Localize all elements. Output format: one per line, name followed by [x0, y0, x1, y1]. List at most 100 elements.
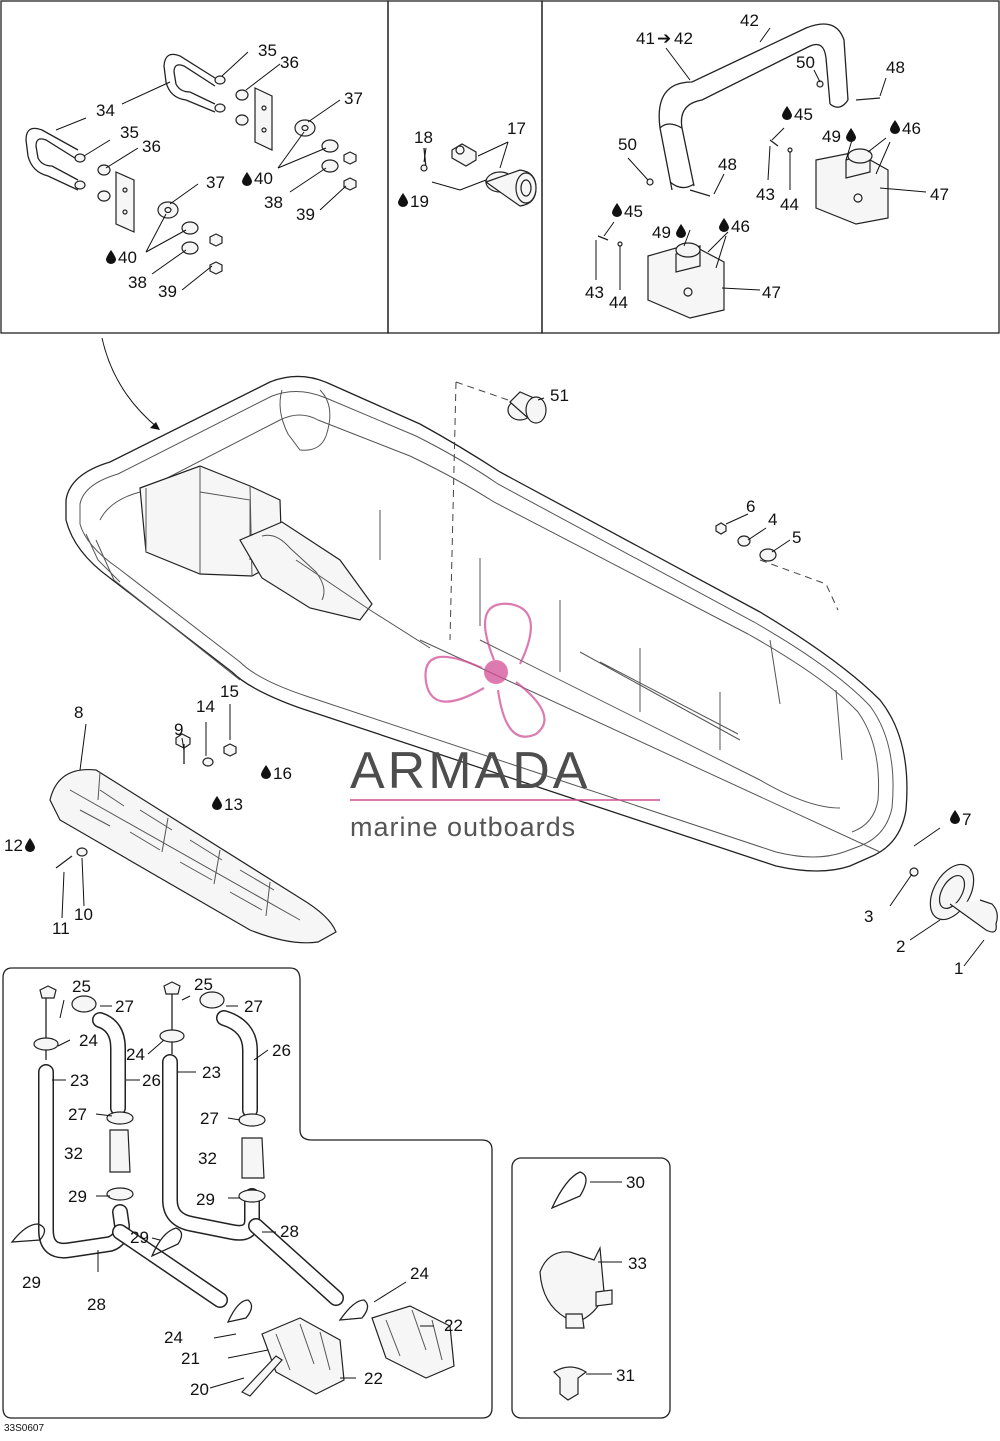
- label-25a: 25: [72, 977, 91, 996]
- label-24d: 24: [164, 1328, 183, 1347]
- detail-box-hoses: [2, 967, 493, 1419]
- label-18: 18: [414, 128, 433, 147]
- label-8: 8: [74, 703, 83, 722]
- sealant-drop-icon: [719, 218, 729, 232]
- label-7: 7: [962, 810, 971, 829]
- label-25b: 25: [194, 975, 213, 994]
- label-20: 20: [190, 1380, 209, 1399]
- propeller-blade-left: [424, 655, 485, 703]
- label-36a: 36: [280, 53, 299, 72]
- hose-assembly-left: [10, 985, 228, 1308]
- label-32a: 32: [64, 1144, 83, 1163]
- label-9: 9: [174, 720, 183, 739]
- label-33: 33: [628, 1254, 647, 1273]
- label-27c: 27: [68, 1105, 87, 1124]
- label-27d: 27: [200, 1109, 219, 1128]
- label-42: 42: [740, 11, 759, 30]
- label-29d: 29: [130, 1228, 149, 1247]
- label-42-ref: 42: [674, 29, 693, 48]
- grab-bar-assembly: [597, 23, 889, 319]
- label-34a: 34: [96, 101, 115, 120]
- label-41: 41: [636, 29, 655, 48]
- label-43a: 43: [756, 185, 775, 204]
- label-6: 6: [746, 497, 755, 516]
- label-1: 1: [954, 959, 963, 978]
- label-4: 4: [768, 510, 777, 529]
- label-29c: 29: [22, 1273, 41, 1292]
- arrow-icon: ➔: [657, 29, 671, 48]
- sealant-drop-icon: [212, 796, 222, 810]
- sealant-drop-icon: [676, 224, 686, 238]
- label-43b: 43: [585, 283, 604, 302]
- label-27a: 27: [115, 997, 134, 1016]
- sealant-drop-icon: [890, 120, 900, 134]
- sealant-drop-icon: [846, 128, 856, 142]
- label-26b: 26: [272, 1041, 291, 1060]
- sealant-drop-icon: [261, 765, 271, 779]
- detail-box-clips: [511, 1157, 671, 1419]
- label-49b: 49: [652, 223, 671, 242]
- hull-dashed-guides: [449, 381, 839, 641]
- label-19: 19: [410, 192, 429, 211]
- label-24b: 24: [126, 1045, 145, 1064]
- handle-assembly-lower: [25, 127, 223, 275]
- label-49a: 49: [822, 127, 841, 146]
- label-50a: 50: [796, 53, 815, 72]
- label-40a: 40: [254, 169, 273, 188]
- label-2: 2: [896, 937, 905, 956]
- label-30: 30: [626, 1173, 645, 1192]
- label-22b: 22: [364, 1369, 383, 1388]
- label-3: 3: [864, 907, 873, 926]
- sealant-drop-icon: [106, 250, 116, 264]
- drain-plug-assembly: [420, 141, 537, 207]
- label-13: 13: [224, 795, 243, 814]
- label-14: 14: [196, 697, 215, 716]
- clips-parts: [539, 1171, 622, 1401]
- label-29a: 29: [68, 1187, 87, 1206]
- label-48b: 48: [718, 155, 737, 174]
- label-46b: 46: [731, 217, 750, 236]
- label-39b: 39: [158, 282, 177, 301]
- detail-box-drain: [387, 0, 543, 334]
- sealant-drop-icon: [25, 838, 35, 852]
- label-23b: 23: [202, 1063, 221, 1082]
- label-45a: 45: [794, 105, 813, 124]
- handle-assembly-upper: [163, 53, 357, 191]
- label-51: 51: [550, 386, 569, 405]
- label-28a: 28: [87, 1295, 106, 1314]
- sealant-drop-icon: [242, 172, 252, 186]
- label-45b: 45: [624, 202, 643, 221]
- label-22a: 22: [444, 1316, 463, 1335]
- label-47a: 47: [930, 185, 949, 204]
- label-50b: 50: [618, 135, 637, 154]
- label-46a: 46: [902, 119, 921, 138]
- label-38a: 38: [264, 193, 283, 212]
- box3-leaders: [595, 27, 927, 291]
- box1-leaders: [55, 51, 347, 291]
- label-24c: 24: [410, 1264, 429, 1283]
- diagram-code: 33S0607: [4, 1423, 44, 1434]
- bow-eye-assembly: [889, 827, 998, 967]
- label-32b: 32: [198, 1149, 217, 1168]
- label-21: 21: [181, 1349, 200, 1368]
- label-10: 10: [74, 905, 93, 924]
- part-labels: 34 35 36 37 40 38 39 35 36 37 40 38 39 1…: [4, 11, 971, 1399]
- label-37a: 37: [344, 89, 363, 108]
- label-26a: 26: [142, 1071, 161, 1090]
- label-16: 16: [273, 764, 292, 783]
- armada-watermark: ARMADA marine outboards: [350, 602, 660, 842]
- label-12: 12: [4, 836, 23, 855]
- label-35b: 35: [120, 123, 139, 142]
- label-39a: 39: [296, 205, 315, 224]
- label-15: 15: [220, 682, 239, 701]
- hose-assembly-right: [147, 981, 344, 1306]
- label-27b: 27: [244, 997, 263, 1016]
- detail-box-grab-bar: [541, 0, 1000, 334]
- hull-body: [65, 375, 908, 872]
- label-29b: 29: [196, 1190, 215, 1209]
- hull-callout-arrowhead: [150, 422, 160, 430]
- label-40b: 40: [118, 248, 137, 267]
- hull-callout-arrow: [101, 337, 159, 429]
- label-44b: 44: [609, 293, 628, 312]
